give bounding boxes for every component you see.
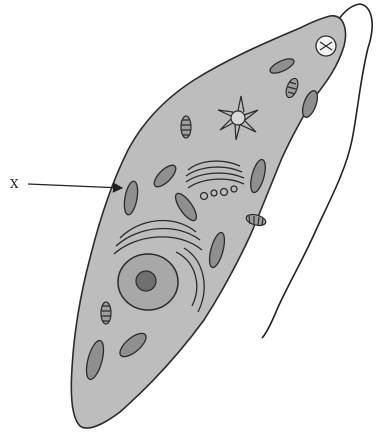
eyespot <box>316 36 336 56</box>
nucleolus <box>136 271 156 291</box>
cell-body <box>71 16 345 428</box>
nucleus <box>118 254 178 310</box>
label-x-arrow <box>28 184 122 188</box>
mitochondrion <box>101 302 111 324</box>
mitochondrion <box>181 116 191 138</box>
label-x: X <box>10 177 19 191</box>
